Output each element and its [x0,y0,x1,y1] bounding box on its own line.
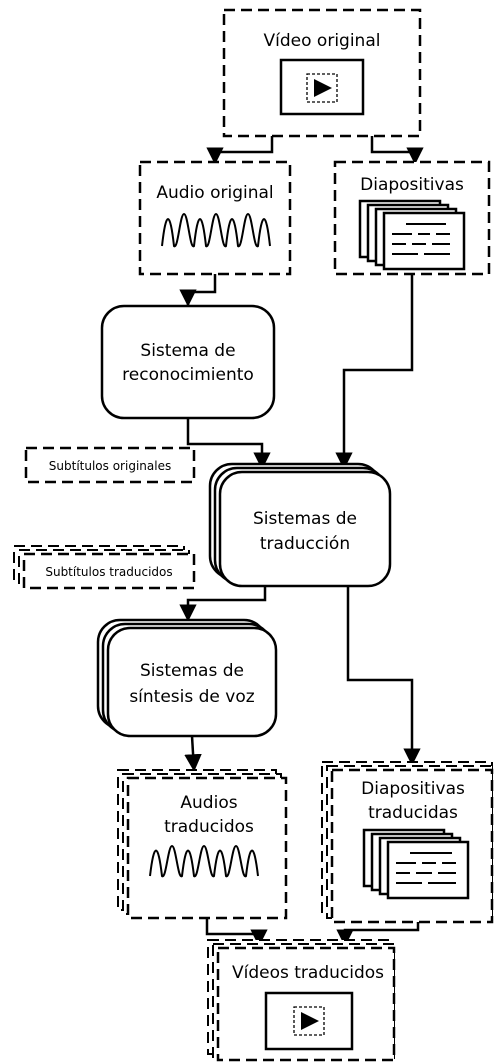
audio-original-node: Audio original [138,160,292,276]
sintesis-label-1: Sistemas de [140,661,244,681]
diapositivas-node: Diapositivas [333,160,491,276]
video-original-label: Vídeo original [264,31,381,51]
waveform-icon [149,844,259,878]
arrow-slides-to-translation [335,274,414,470]
traduccion-label-2: traducción [260,534,350,554]
arrow-video-to-audio [206,136,274,165]
diapositivas-traducidas-label-1: Diapositivas [361,779,465,799]
arrow-translation-to-synthesis [179,586,267,622]
videos-traducidos-label: Vídeos traducidos [232,963,384,983]
diapositivas-traducidas-label-2: traducidas [368,803,458,823]
sintesis-label-2: síntesis de voz [129,687,254,707]
arrow-audio-to-recognition [179,274,217,307]
arrow-video-to-slides [370,136,424,165]
audios-traducidos-label-1: Audios [180,793,237,813]
reconocimiento-label-2: reconocimiento [122,365,254,385]
reconocimiento-label-1: Sistema de [140,341,235,361]
audios-traducidos-label-2: traducidos [164,817,254,837]
diapositivas-label: Diapositivas [360,175,464,195]
video-play-icon [279,58,365,116]
video-play-icon [264,991,354,1051]
reconocimiento-node: Sistema de reconocimiento [100,304,276,420]
slides-stack-icon [362,828,470,900]
arrow-synthesis-to-audios [184,735,202,772]
traduccion-label-1: Sistemas de [253,509,357,529]
arrow-recognition-to-translation [186,418,271,470]
slides-stack-icon [358,199,466,271]
waveform-icon [161,212,271,248]
subtitulos-originales-label: Subtítulos originales [49,459,171,473]
subtitulos-traducidos-node: Subtítulos traducidos [13,545,196,590]
arrow-slides-to-videos [336,922,420,947]
audio-original-label: Audio original [156,183,273,203]
video-original-node: Vídeo original [222,8,422,138]
audios-traducidos-node: Audios traducidos [117,769,288,920]
sintesis-node: Sistemas de síntesis de voz [96,618,278,738]
traduccion-node: Sistemas de traducción [208,462,392,588]
subtitulos-originales-node: Subtítulos originales [24,446,196,484]
diapositivas-traducidas-node: Diapositivas traducidas [321,761,494,924]
subtitulos-traducidos-label: Subtítulos traducidos [45,565,172,579]
arrow-translation-to-translated-slides [346,586,421,766]
videos-traducidos-node: Vídeos traducidos [207,939,396,1062]
